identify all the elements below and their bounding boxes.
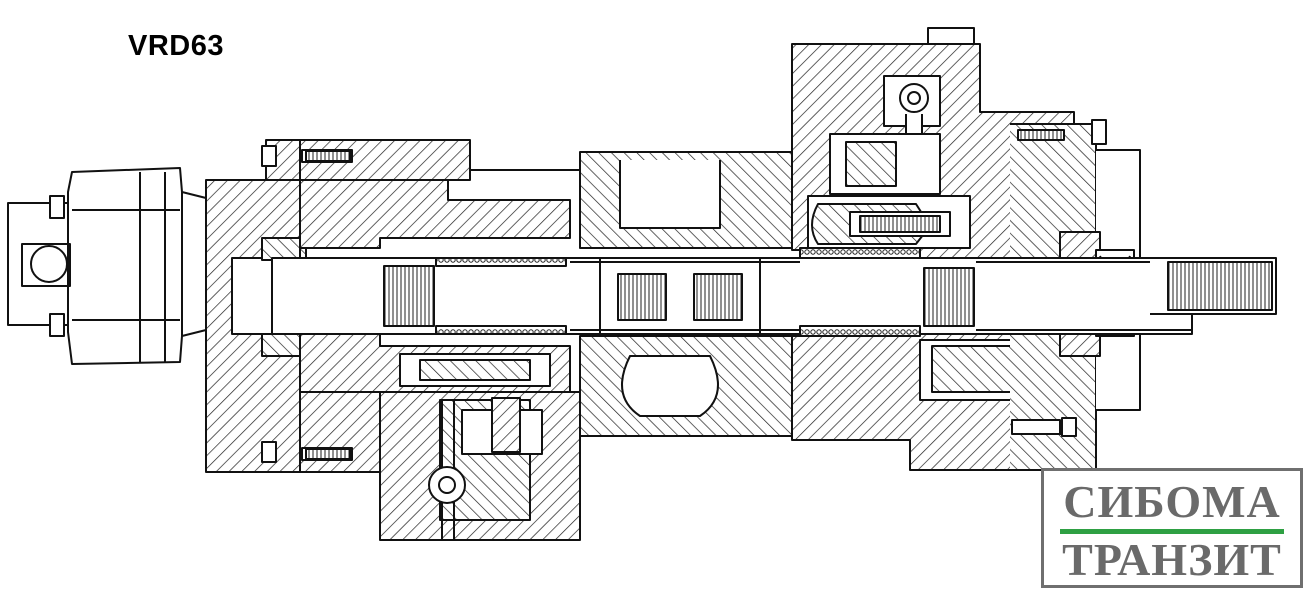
company-logo: СИБОМА ТРАНЗИТ [1041, 468, 1303, 588]
logo-accent-bar [1060, 529, 1284, 534]
drawing-title: VRD63 [128, 30, 224, 62]
logo-text-line-2: ТРАНЗИТ [1062, 534, 1282, 585]
left-housing [205, 139, 471, 473]
main-shaft [271, 247, 1277, 337]
gear-pump-left [7, 167, 267, 365]
middle-housing [299, 140, 801, 541]
housing-bolts [261, 119, 1107, 463]
logo-text-line-1: СИБОМА [1063, 476, 1281, 527]
